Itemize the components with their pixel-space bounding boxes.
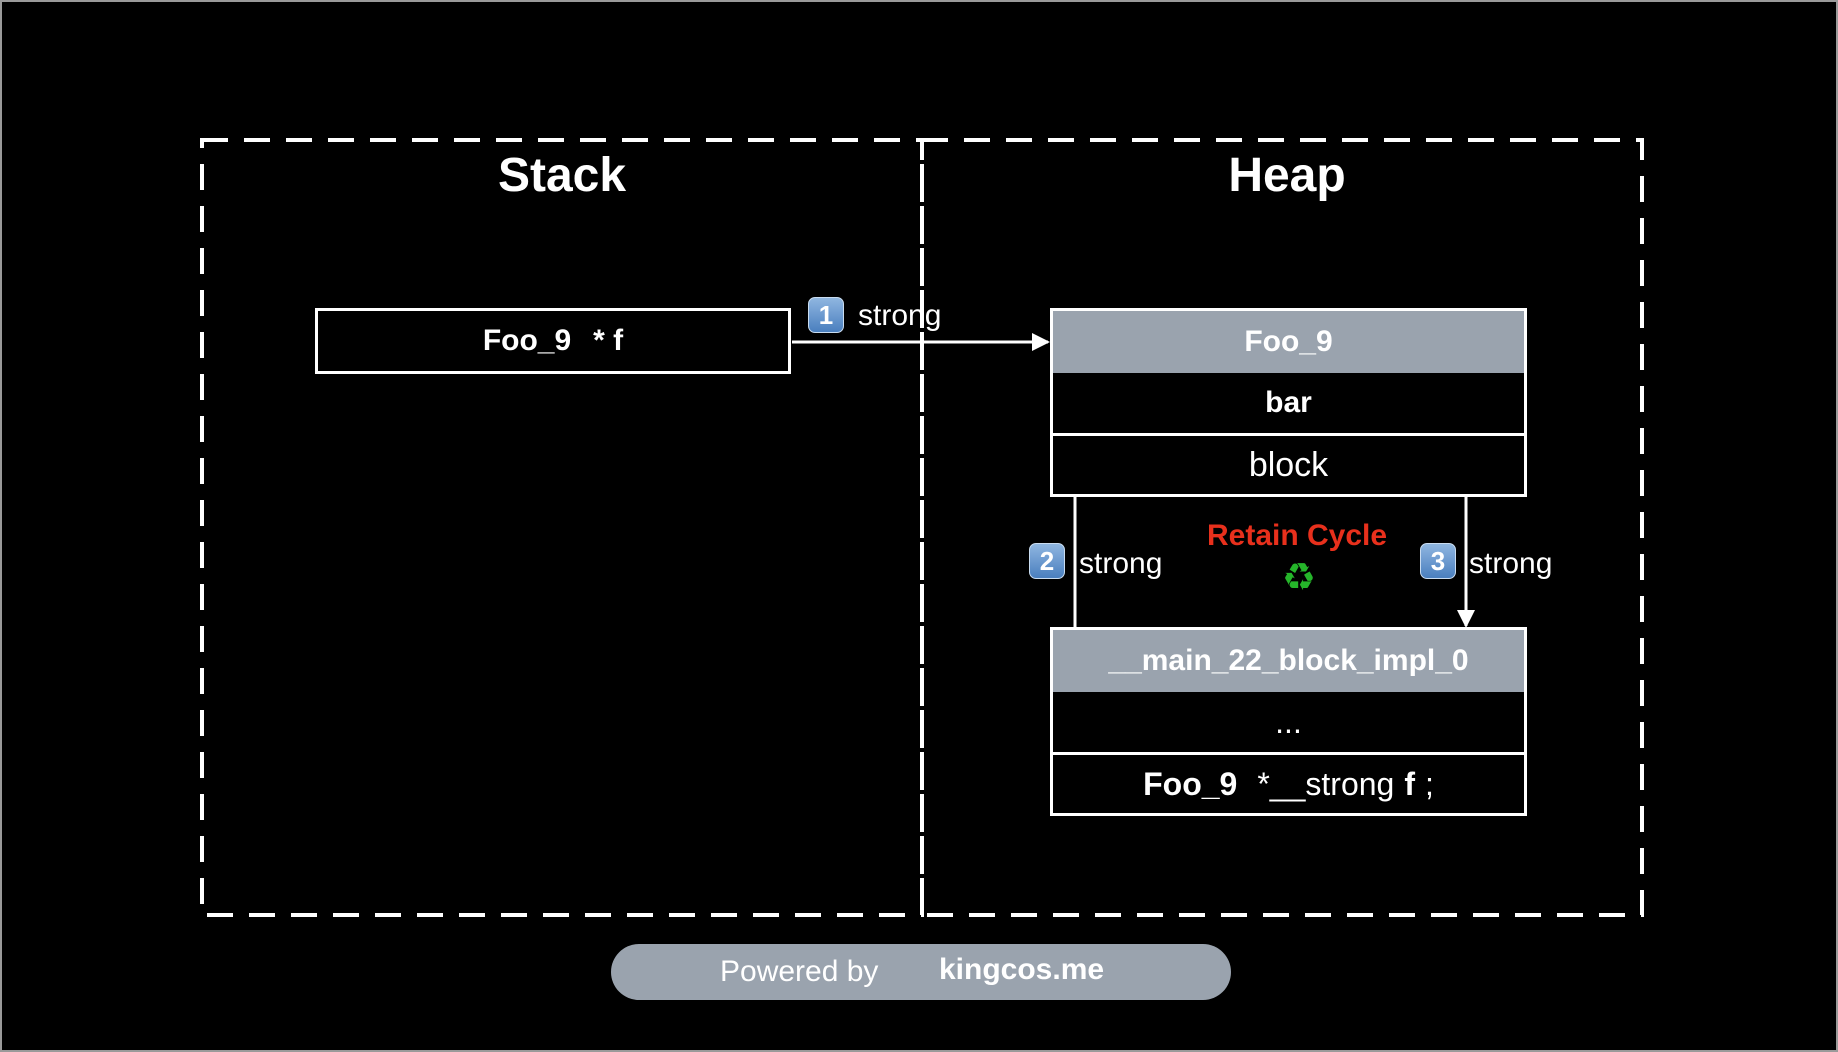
block-impl-box: __main_22_block_impl_0 ... Foo_9 *__stro… [1050,627,1527,816]
edge-2-badge: 2 [1029,543,1065,579]
captured-qualifier: *__strong [1257,765,1395,802]
footer-site: kingcos.me [939,953,1105,986]
heap-title: Heap [1228,149,1346,202]
block-impl-ellipsis: ... [1275,703,1302,740]
stack-variable-row: Foo_9 * f [318,311,788,371]
stack-variable-name: * f [593,324,624,357]
stack-region-frame [200,138,924,917]
heap-region-frame [920,138,1644,917]
edge-1-label: strong [858,299,942,332]
block-impl-captured-field: Foo_9 *__strong f ; [1053,752,1524,813]
footer-pill [611,944,1231,1000]
edge-2-label: strong [1079,547,1163,580]
retain-cycle-label: Retain Cycle [1207,519,1388,552]
foo-object-box: Foo_9 bar block [1050,308,1527,497]
footer-powered-by: Powered by [720,955,879,988]
foo-field-bar: bar [1265,386,1312,419]
captured-name: f [1404,765,1415,802]
stack-variable-box: Foo_9 * f [315,308,791,374]
stack-variable-type: Foo_9 [482,324,572,357]
foo-object-header: Foo_9 [1053,311,1524,373]
stack-title: Stack [497,149,627,202]
recycle-icon: ♻ [1282,555,1317,599]
edge-1-badge: 1 [808,297,844,333]
edge-3-badge: 3 [1420,543,1456,579]
edge-3-label: strong [1469,547,1553,580]
captured-type: Foo_9 [1143,765,1238,802]
block-impl-header: __main_22_block_impl_0 [1053,630,1524,692]
captured-end: ; [1424,765,1434,802]
foo-field-block: block [1053,433,1524,494]
